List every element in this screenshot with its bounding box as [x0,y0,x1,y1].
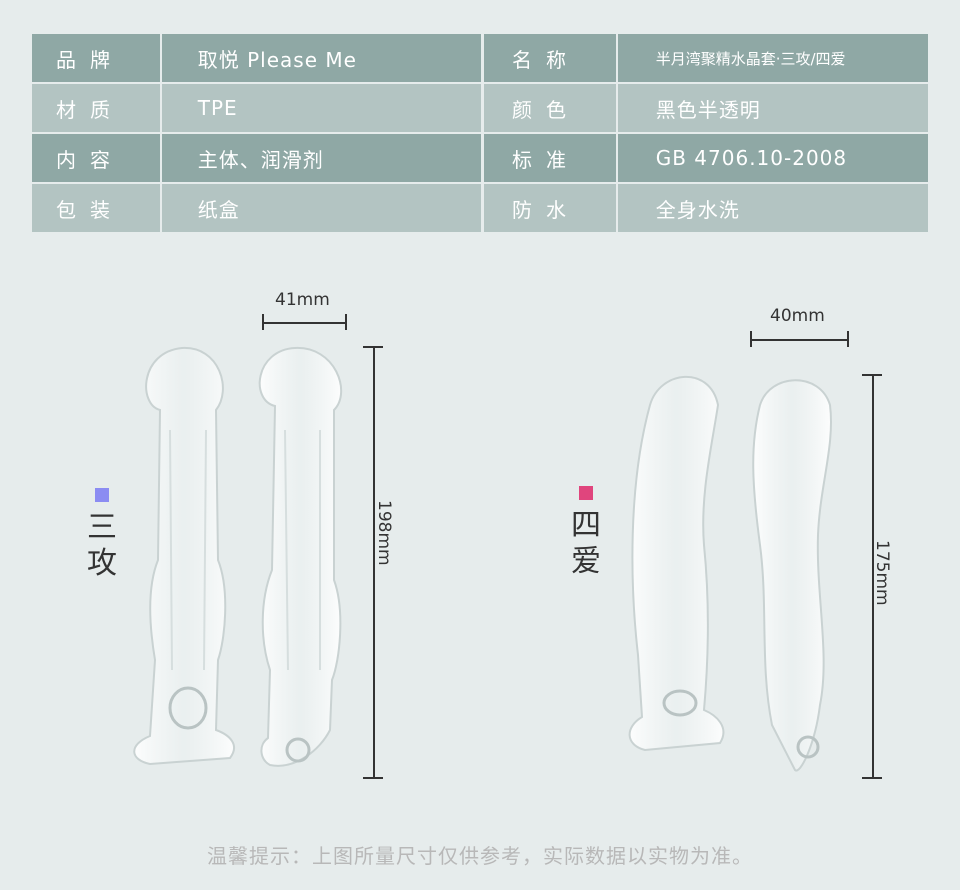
product-image-siai [628,375,832,772]
dimension-tick [862,777,882,779]
width-dimension-line [750,339,848,341]
width-dimension-label: 41mm [275,290,330,310]
product-label-sangong: 三攻 [82,488,122,582]
spec-value: 主体、润滑剂 [161,134,481,182]
width-dimension-label: 40mm [770,306,825,326]
spec-value: GB 4706.10-2008 [617,134,928,182]
spec-row: 包装 纸盒 防水 全身水洗 [32,184,928,232]
product-name: 四爱 [571,508,601,579]
spec-label: 包装 [32,184,160,232]
spec-label: 标准 [483,134,616,182]
dimension-tick [750,331,752,347]
spec-label: 颜色 [483,84,616,132]
spec-table: 品牌 取悦 Please Me 名称 半月湾聚精水晶套·三攻/四爱 材质 TPE… [32,34,928,233]
spec-value: 纸盒 [161,184,481,232]
spec-label: 名称 [483,34,616,82]
product-label-siai: 四爱 [566,486,606,580]
width-dimension-line [262,322,346,324]
spec-value: TPE [161,84,481,132]
dimension-tick [847,331,849,347]
spec-value: 取悦 Please Me [161,34,481,82]
color-square-icon [95,488,109,502]
spec-value: 全身水洗 [617,184,928,232]
spec-label: 品牌 [32,34,160,82]
product-name: 三攻 [87,510,117,581]
spec-row: 材质 TPE 颜色 黑色半透明 [32,84,928,132]
spec-value: 半月湾聚精水晶套·三攻/四爱 [617,34,928,82]
spec-label: 防水 [483,184,616,232]
color-square-icon [579,486,593,500]
spec-value: 黑色半透明 [617,84,928,132]
height-dimension-line [373,346,375,778]
footer-note: 温馨提示：上图所量尺寸仅供参考，实际数据以实物为准。 [207,844,753,868]
height-dimension-line [872,374,874,778]
dimension-tick [363,777,383,779]
dimension-tick [862,374,882,376]
product-image-sangong [133,346,343,767]
spec-row: 品牌 取悦 Please Me 名称 半月湾聚精水晶套·三攻/四爱 [32,34,928,82]
spec-label: 材质 [32,84,160,132]
height-dimension-label: 198mm [374,500,394,566]
height-dimension-label: 175mm [872,540,892,606]
spec-label: 内容 [32,134,160,182]
dimension-tick [345,314,347,330]
spec-row: 内容 主体、润滑剂 标准 GB 4706.10-2008 [32,134,928,182]
dimension-tick [363,346,383,348]
dimension-tick [262,314,264,330]
